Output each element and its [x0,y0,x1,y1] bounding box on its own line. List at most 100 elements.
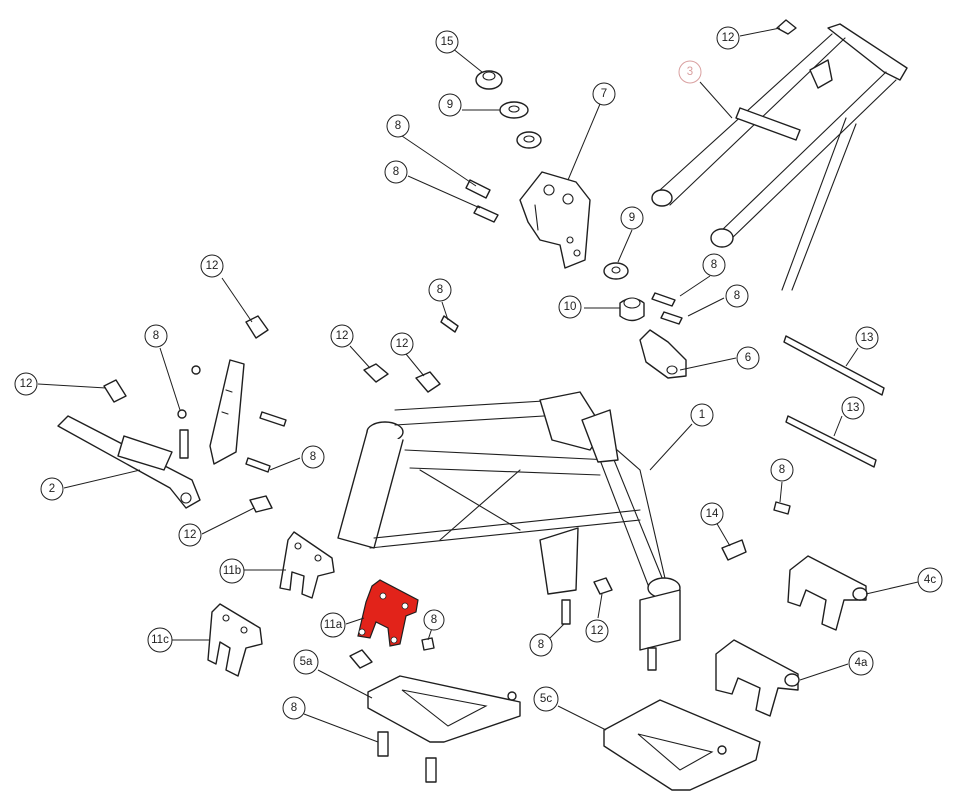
callout-8-h: 8 [301,445,325,469]
callout-8-d: 8 [725,284,749,308]
svg-text:3: 3 [687,66,693,78]
part-8-bolts-left [177,365,287,473]
svg-text:11c: 11c [151,634,169,646]
callout-4c: 4c [917,567,943,593]
part-8-pins-upper [465,179,499,223]
svg-text:2: 2 [49,483,55,495]
svg-text:15: 15 [441,36,454,48]
part-1-main-frame [337,391,681,651]
callout-8-f: 8 [144,324,168,348]
callout-7: 7 [592,82,616,106]
svg-text:8: 8 [393,166,399,178]
callout-3: 3 [678,60,702,84]
callout-9-mid: 9 [620,206,644,230]
callout-13-a: 13 [855,326,879,350]
svg-text:8: 8 [291,702,297,714]
callout-12-top: 12 [716,26,740,50]
callout-6: 6 [736,346,760,370]
svg-text:12: 12 [396,338,409,350]
svg-text:12: 12 [206,260,219,272]
part-12-clip-far-left [103,379,127,403]
svg-text:4c: 4c [924,574,936,586]
part-9-washers-top [499,101,542,149]
callout-8-j: 8 [529,633,553,657]
callout-12-far-left: 12 [14,372,38,396]
svg-text:12: 12 [20,378,33,390]
part-8-bolt-frame-right [647,647,657,671]
part-8-bolts-below-5a [377,731,437,783]
callout-8-g: 8 [770,458,794,482]
svg-text:8: 8 [395,120,401,132]
svg-text:8: 8 [437,284,443,296]
part-4c-bracket [787,555,868,631]
part-12-clips-center [363,363,441,393]
callout-8-a: 8 [386,114,410,138]
svg-text:5a: 5a [300,656,313,668]
callout-1: 1 [690,403,714,427]
part-2-front-bracket [57,359,245,509]
part-11c-plate [207,603,263,677]
part-15-nut [475,70,503,90]
svg-text:8: 8 [310,451,316,463]
svg-text:8: 8 [538,639,544,651]
part-12-clip-low-mid [593,577,613,595]
callout-11a: 11a [320,612,346,638]
part-8-bolt-right [773,501,791,515]
svg-text:8: 8 [153,330,159,342]
part-9-washer-mid [603,262,629,280]
part-11b-plate [279,531,335,599]
svg-text:8: 8 [711,259,717,271]
part-14-tab [721,539,747,561]
callout-12-low-mid: 12 [585,619,609,643]
svg-text:8: 8 [779,464,785,476]
part-12-clip-left-top [245,315,269,339]
svg-text:12: 12 [722,32,735,44]
callout-12-left-top: 12 [200,254,224,278]
part-8-pin-center [440,315,459,333]
part-12-clip-near-5a [349,649,373,669]
part-6-holder [639,329,687,379]
svg-text:11b: 11b [223,565,241,577]
svg-text:8: 8 [734,290,740,302]
svg-text:12: 12 [591,625,604,637]
svg-text:8: 8 [431,614,437,626]
callout-14: 14 [700,502,724,526]
part-4a-bracket [715,639,800,717]
svg-text:11a: 11a [324,619,343,631]
callout-9-top: 9 [438,93,462,117]
callout-11c: 11c [147,627,173,653]
svg-text:9: 9 [447,99,453,111]
svg-text:6: 6 [745,352,751,364]
callout-12-low-left: 12 [178,523,202,547]
callout-15: 15 [435,30,459,54]
callout-8-e: 8 [428,278,452,302]
svg-text:12: 12 [336,330,349,342]
svg-text:1: 1 [699,409,705,421]
part-12-clip-low-left [249,495,273,513]
callout-8-c: 8 [702,253,726,277]
svg-text:10: 10 [564,301,577,313]
svg-text:14: 14 [706,508,719,520]
callout-4a: 4a [848,650,874,676]
callout-10: 10 [558,295,582,319]
part-7-bracket [519,171,591,269]
part-5a-lower-mount [367,675,521,743]
leader-lines [37,27,919,743]
part-5c-lower-mount [603,699,761,791]
svg-text:13: 13 [861,332,874,344]
callout-12-mid-a: 12 [330,324,354,348]
part-3-subframe [651,23,908,291]
svg-text:7: 7 [601,88,607,100]
svg-text:9: 9 [629,212,635,224]
svg-text:12: 12 [184,529,197,541]
callout-5a: 5a [293,649,319,675]
callout-8-k: 8 [282,696,306,720]
svg-text:4a: 4a [855,657,868,669]
part-10-spacer [619,297,645,322]
part-11a-highlighted-plate [357,579,419,647]
callout-2: 2 [40,477,64,501]
callout-12-mid-b: 12 [390,332,414,356]
callout-8-i: 8 [423,609,445,631]
callout-5c: 5c [533,686,559,712]
callout-8-b: 8 [384,160,408,184]
